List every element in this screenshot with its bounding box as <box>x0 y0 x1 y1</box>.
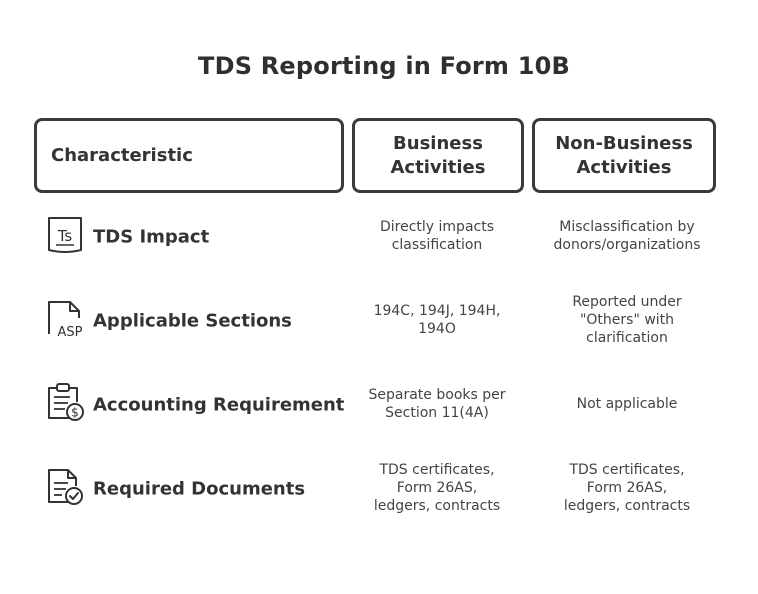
svg-text:$: $ <box>71 406 79 420</box>
cell-required-documents-business: TDS certificates, Form 26AS, ledgers, co… <box>373 462 501 514</box>
header-non-business-line-1: Non-Business <box>555 132 693 154</box>
header-business-activities: Business Activities <box>352 118 524 193</box>
header-non-business-activities: Non-Business Activities <box>532 118 716 193</box>
row-label-applicable-sections: Applicable Sections <box>93 310 292 332</box>
row-label-tds-impact: TDS Impact <box>93 226 210 248</box>
cell-applicable-sections-non-business: Reported under "Others" with clarificati… <box>572 294 682 346</box>
svg-text:Ts: Ts <box>57 227 73 245</box>
cell-required-documents-non-business: TDS certificates, Form 26AS, ledgers, co… <box>563 462 691 514</box>
header-business-line-1: Business <box>393 132 483 154</box>
cell-accounting-requirement-business: Separate books per Section 11(4A) <box>368 387 506 421</box>
header-characteristic-label: Characteristic <box>51 145 193 166</box>
diagram-title: TDS Reporting in Form 10B <box>198 52 570 80</box>
clipboard-dollar-icon: $ <box>48 383 84 421</box>
header-non-business-line-2: Activities <box>576 156 672 178</box>
header-characteristic: Characteristic <box>34 118 344 193</box>
asp-file-icon: ASP <box>48 301 83 338</box>
svg-text:ASP: ASP <box>58 325 83 338</box>
row-label-required-documents: Required Documents <box>93 478 306 500</box>
cell-tds-impact-non-business: Misclassification by donors/organization… <box>553 219 701 253</box>
header-business-line-2: Activities <box>390 156 486 178</box>
cell-tds-impact-business: Directly impacts classification <box>379 219 495 253</box>
cell-accounting-requirement-non-business: Not applicable <box>576 396 678 412</box>
row-label-accounting-requirement: Accounting Requirement <box>93 394 345 416</box>
ts-document-icon: Ts <box>48 217 82 253</box>
document-check-icon <box>48 469 83 505</box>
cell-applicable-sections-business: 194C, 194J, 194H, 194O <box>373 303 501 337</box>
